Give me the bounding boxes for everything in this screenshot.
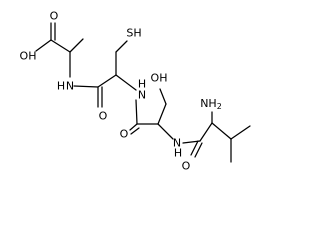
bond-ser-carbonyl-1 bbox=[129, 123, 138, 131]
bond-ser-carbonyl-2 bbox=[130, 127, 140, 135]
bond-val-methyl-1 bbox=[230, 125, 251, 140]
bond-ala-carboxyl bbox=[50, 39, 71, 53]
atom-nh2-main: NH bbox=[200, 97, 217, 110]
bond-n-carbonyl-cys bbox=[73, 85, 99, 88]
atom-o-ser: O bbox=[120, 128, 129, 141]
atom-h-cys: H bbox=[138, 78, 146, 91]
bond-ser-oh bbox=[159, 88, 167, 105]
bond-val-carbonyl-1 bbox=[190, 140, 199, 156]
atom-o-cys: O bbox=[99, 110, 108, 123]
atom-oh-acid: OH bbox=[20, 50, 37, 63]
bond-ser-beta bbox=[157, 103, 167, 125]
bond-cys-n bbox=[115, 74, 137, 91]
bond-val-beta bbox=[211, 122, 232, 140]
atom-o-acid: O bbox=[50, 10, 59, 23]
atom-o-val: O bbox=[182, 160, 191, 173]
bonds bbox=[35, 22, 251, 163]
atom-nh2-subscript: 2 bbox=[217, 102, 222, 111]
bond-ala-methyl bbox=[69, 38, 84, 53]
molecule-structure: OH O N H O SH N H OH O N H NH2 O bbox=[20, 10, 251, 173]
atom-h-ser: H bbox=[174, 147, 182, 160]
atom-n-ser: N bbox=[173, 137, 181, 150]
atom-nh2: NH2 bbox=[200, 97, 222, 111]
atom-oh-ser: OH bbox=[151, 72, 168, 85]
atom-n-cys: N bbox=[138, 89, 146, 102]
atom-n-ala: N bbox=[66, 80, 74, 93]
bond-cys-carbonyl-alpha bbox=[97, 74, 117, 88]
bond-val-carbonyl-alpha bbox=[199, 122, 213, 142]
bond-n-carbonyl-ser bbox=[135, 99, 138, 125]
atom-sh: SH bbox=[126, 27, 141, 40]
bond-acid-oh bbox=[35, 39, 52, 52]
bond-cys-sh bbox=[115, 40, 128, 53]
bond-val-carbonyl-2 bbox=[194, 142, 203, 158]
atom-labels: OH O N H O SH N H OH O N H NH2 O bbox=[20, 10, 222, 173]
atom-h-ala: H bbox=[57, 80, 65, 93]
bond-ser-n bbox=[157, 123, 174, 140]
